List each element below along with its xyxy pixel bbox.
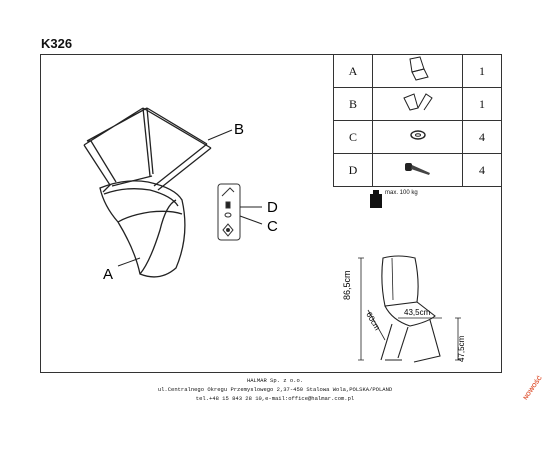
bolt-icon — [372, 153, 463, 187]
legs-frame-icon — [372, 87, 463, 121]
parts-row: D 4 — [333, 153, 502, 187]
label-a: A — [103, 266, 113, 283]
part-letter: C — [333, 120, 373, 154]
part-letter: D — [333, 153, 373, 187]
footer-company: HALMAR Sp. z o.o. — [246, 377, 304, 384]
dim-height: 86,5cm — [342, 270, 352, 300]
hardware-callout — [217, 183, 241, 241]
parts-table: A 1 B 1 C 4 D — [333, 54, 502, 187]
seat-drawing — [99, 180, 186, 278]
dim-seat-height: 47,5cm — [457, 335, 466, 362]
dim-depth: 60cm — [364, 311, 382, 333]
footer-address: ul.Centralnego Okregu Przemyslowego 2,37… — [157, 386, 393, 393]
part-letter: B — [333, 87, 373, 121]
leader-lines — [117, 129, 263, 267]
dim-width: 43,5cm — [404, 308, 431, 317]
part-letter: A — [333, 54, 373, 88]
legs-frame-drawing — [83, 107, 212, 193]
label-d: D — [267, 199, 278, 216]
company-footer: HALMAR Sp. z o.o. ul.Centralnego Okregu … — [0, 376, 550, 403]
weight-icon — [370, 190, 382, 208]
seat-icon — [372, 54, 463, 88]
label-c: C — [267, 218, 278, 235]
instruction-frame — [40, 54, 502, 373]
parts-row: B 1 — [333, 87, 502, 121]
footer-contact: tel.+48 15 843 28 10,e-mail:office@halma… — [195, 395, 355, 402]
label-b: B — [234, 121, 244, 138]
dimension-drawing — [358, 255, 461, 363]
model-code: K326 — [41, 36, 73, 51]
max-load-label: max. 100 kg — [385, 190, 418, 196]
part-qty: 4 — [462, 153, 502, 187]
parts-row: A 1 — [333, 54, 502, 88]
